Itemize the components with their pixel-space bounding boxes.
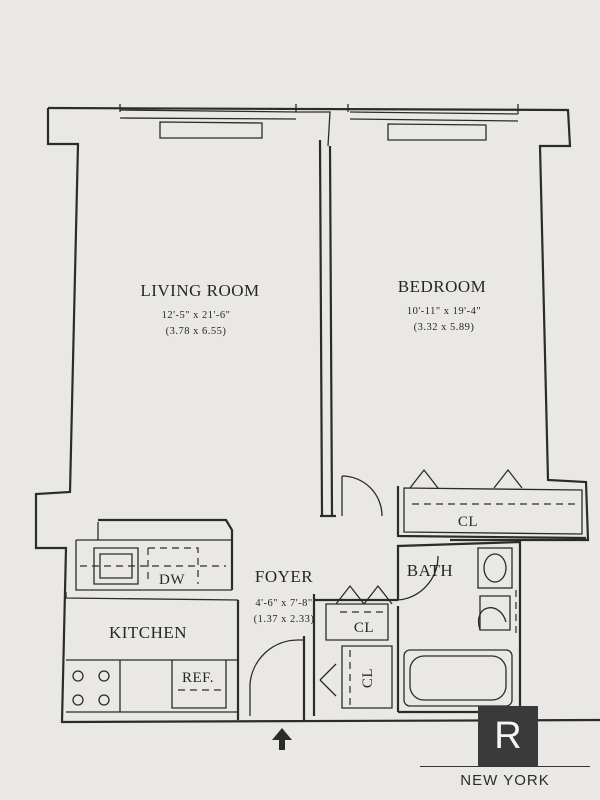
living-room-dim-m: (3.78 x 6.55) — [166, 326, 227, 337]
bath-fixtures — [403, 547, 517, 707]
foyer-closet-label: CL — [354, 620, 374, 636]
entry-arrow-icon — [272, 728, 292, 750]
kitchen-range — [65, 592, 239, 713]
exterior-walls — [34, 104, 600, 724]
vertical-closet — [319, 645, 393, 709]
bath-door — [397, 555, 439, 601]
dishwasher-label: DW — [159, 572, 185, 588]
bedroom-dim-m: (3.32 x 5.89) — [414, 322, 475, 333]
bath-label: BATH — [407, 561, 453, 580]
foyer-dim-ft: 4'-6" x 7'-8" — [255, 598, 312, 609]
kitchen-counter — [75, 518, 234, 591]
foyer-label: FOYER — [255, 567, 313, 586]
refrigerator-label: REF. — [182, 670, 214, 686]
bedroom-dim-ft: 10'-11" x 19'-4" — [407, 306, 481, 317]
foyer-dim-m: (1.37 x 2.33) — [254, 614, 315, 625]
brand-city: NEW YORK — [460, 772, 550, 789]
bedroom-closet-label: CL — [458, 514, 478, 530]
foyer-closet — [325, 584, 393, 641]
living-room-label: LIVING ROOM — [140, 281, 259, 300]
living-room-dim-ft: 12'-5" x 21'-6" — [162, 310, 231, 321]
bedroom-door — [341, 475, 383, 517]
brand-logo: R — [478, 706, 538, 766]
kitchen-label: KITCHEN — [109, 623, 187, 642]
partition-wall — [318, 139, 336, 518]
brand-divider — [420, 766, 590, 767]
bedroom-label: BEDROOM — [398, 277, 487, 296]
bedroom-closet — [396, 468, 587, 540]
entry-door — [236, 600, 306, 722]
vertical-closet-label: CL — [360, 668, 376, 688]
